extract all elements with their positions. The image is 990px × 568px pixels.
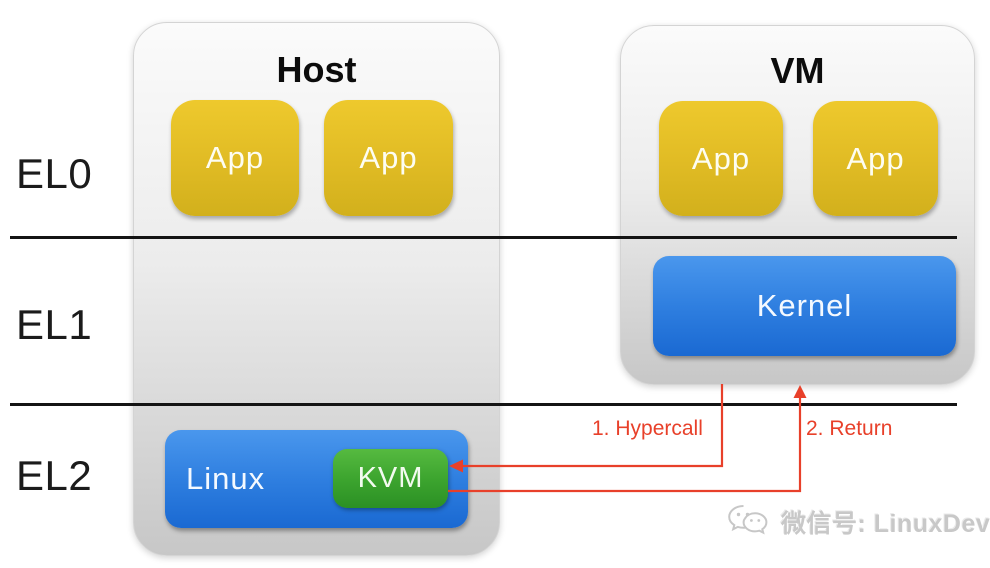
- linux-label: Linux: [186, 461, 266, 496]
- host-app-1-label: App: [205, 140, 265, 175]
- host-app-box-2: App: [324, 100, 453, 216]
- hypercall-arrow-label: 1. Hypercall: [592, 417, 703, 440]
- vm-container: VM App App Kernel: [620, 25, 975, 385]
- linux-box: Linux KVM: [165, 430, 468, 528]
- el0-el1-divider: [10, 236, 957, 239]
- wechat-icon: [726, 503, 772, 541]
- vm-app-box-2: App: [813, 101, 938, 216]
- return-arrow-label: 2. Return: [806, 417, 893, 440]
- host-title: Host: [276, 49, 357, 90]
- vm-title: VM: [770, 50, 825, 91]
- vm-app-1-label: App: [691, 140, 751, 176]
- vm-app-2-label: App: [846, 140, 905, 176]
- watermark: 微信号: LinuxDev: [726, 503, 990, 541]
- host-app-box-1: App: [171, 100, 299, 216]
- kvm-label: KVM: [357, 462, 424, 494]
- el0-label: EL0: [16, 150, 93, 197]
- vm-app-box-1: App: [659, 101, 783, 216]
- host-app-2-label: App: [359, 140, 418, 175]
- kernel-label: Kernel: [756, 288, 853, 323]
- el2-label: EL2: [16, 452, 93, 499]
- kvm-box: KVM: [333, 449, 448, 508]
- el1-label: EL1: [16, 301, 93, 348]
- watermark-text: 微信号: LinuxDev: [781, 510, 990, 538]
- kernel-box: Kernel: [653, 256, 956, 356]
- el1-el2-divider: [10, 403, 957, 406]
- host-container: Host App App Linux KVM: [133, 22, 500, 556]
